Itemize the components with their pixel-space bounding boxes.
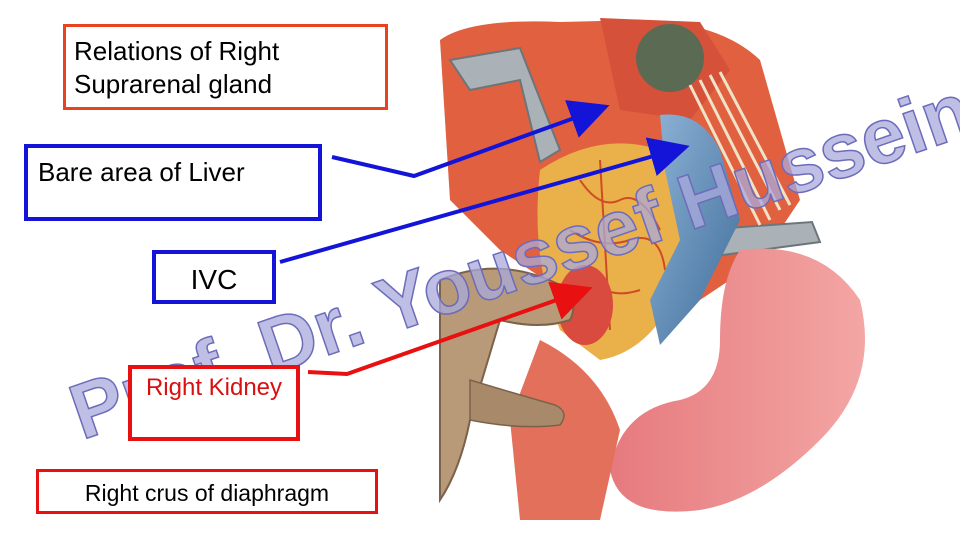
title-box: Relations of Right Suprarenal gland [63,24,388,110]
bare-area-box: Bare area of Liver [24,144,322,221]
gallbladder [636,24,704,92]
glove-fold [469,378,565,428]
lower-tissue [510,340,620,520]
colon [610,248,865,512]
ivc-label: IVC [190,264,238,295]
title-label: Relations of Right Suprarenal gland [74,36,280,99]
kidney-box: Right Kidney [128,365,300,441]
bare-area-label: Bare area of Liver [38,157,245,187]
kidney-label: Right Kidney [145,374,283,401]
crus-label: Right crus of diaphragm [84,480,330,506]
ligament-fibers [688,71,792,226]
ivc-box: IVC [152,250,276,304]
crus-box: Right crus of diaphragm [36,469,378,514]
